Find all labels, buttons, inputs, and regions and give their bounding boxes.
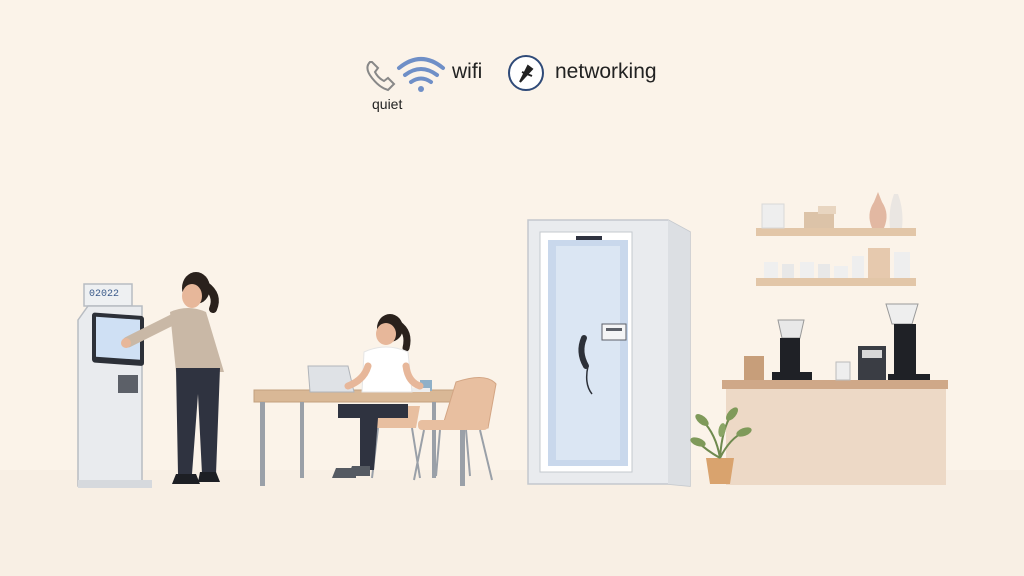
quiet-label: quiet xyxy=(372,96,403,112)
potted-plant xyxy=(690,407,752,484)
person-at-kiosk xyxy=(121,272,224,484)
booth-phone-handset xyxy=(578,335,589,369)
networking-icon xyxy=(508,55,544,91)
laptop xyxy=(307,365,355,393)
kiosk-screen[interactable] xyxy=(96,316,140,360)
phone-booth xyxy=(527,219,691,487)
wifi-icon xyxy=(397,57,445,92)
phone-icon xyxy=(366,61,396,92)
networking-label: networking xyxy=(555,60,657,83)
floor xyxy=(0,470,1024,576)
kiosk-header-text: 02022 xyxy=(89,289,120,300)
wifi-label: wifi xyxy=(452,60,483,83)
seated-person xyxy=(332,314,424,478)
chair-right xyxy=(413,377,497,481)
check-in-kiosk xyxy=(77,283,152,488)
coffee-counter xyxy=(722,303,948,485)
booth-sign xyxy=(601,323,627,341)
mug xyxy=(420,380,432,391)
wall-shelves xyxy=(756,192,916,286)
